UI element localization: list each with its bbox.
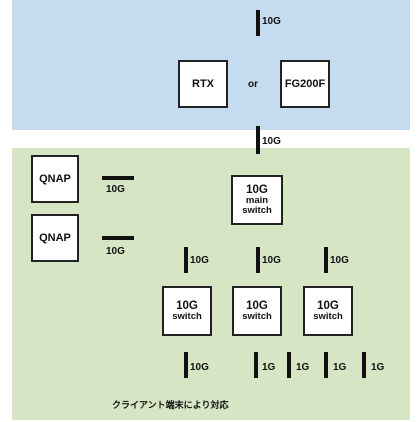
client-link-1g-b-label: 1G (296, 362, 310, 373)
nas-2-link-bar (102, 236, 134, 240)
client-link-bar-1g-a (254, 352, 258, 378)
uplink-speed-label: 10G (262, 16, 281, 27)
main-switch-word-switch: switch (242, 205, 272, 216)
router-rtx: RTX (178, 60, 228, 108)
sub-switch-1-word: switch (172, 311, 202, 322)
client-link-bar-10g (184, 352, 188, 378)
sub-switch-2-word: switch (242, 311, 272, 322)
sub-link-3-speed-label: 10G (330, 255, 349, 266)
client-link-1g-a-label: 1G (262, 362, 276, 373)
sub-link-bar-2 (256, 247, 260, 273)
router-link-speed-label: 10G (262, 136, 281, 147)
client-link-bar-1g-c (324, 352, 328, 378)
sub-link-2-speed-label: 10G (262, 255, 281, 266)
main-switch-speed: 10G (246, 184, 268, 196)
or-label: or (248, 79, 258, 90)
client-link-1g-c-label: 1G (333, 362, 347, 373)
uplink-bar (256, 10, 260, 36)
router-link-bar (256, 126, 260, 154)
client-link-bar-1g-b (287, 352, 291, 378)
nas-1-speed-label: 10G (106, 184, 125, 195)
router-rtx-label: RTX (192, 78, 214, 90)
client-link-bar-1g-d (362, 352, 366, 378)
router-fg200f: FG200F (280, 60, 330, 108)
sub-switch-3: 10G switch (303, 286, 353, 336)
client-caption: クライアント端末により対応 (112, 400, 229, 410)
nas-qnap-1-label: QNAP (39, 173, 71, 185)
sub-link-bar-3 (324, 247, 328, 273)
main-switch: 10G main switch (231, 175, 283, 225)
sub-link-1-speed-label: 10G (190, 255, 209, 266)
sub-link-bar-1 (184, 247, 188, 273)
sub-switch-1-speed: 10G (176, 300, 198, 312)
nas-qnap-1: QNAP (31, 155, 79, 203)
nas-qnap-2-label: QNAP (39, 232, 71, 244)
client-link-10g-label: 10G (190, 362, 209, 373)
sub-switch-3-word: switch (313, 311, 343, 322)
router-fg200f-label: FG200F (284, 78, 326, 90)
nas-qnap-2: QNAP (31, 214, 79, 262)
client-link-1g-d-label: 1G (371, 362, 385, 373)
sub-switch-3-speed: 10G (317, 300, 339, 312)
sub-switch-2: 10G switch (232, 286, 282, 336)
sub-switch-1: 10G switch (162, 286, 212, 336)
sub-switch-2-speed: 10G (246, 300, 268, 312)
main-switch-word-main: main (245, 195, 269, 206)
nas-2-speed-label: 10G (106, 246, 125, 257)
nas-1-link-bar (102, 176, 134, 180)
